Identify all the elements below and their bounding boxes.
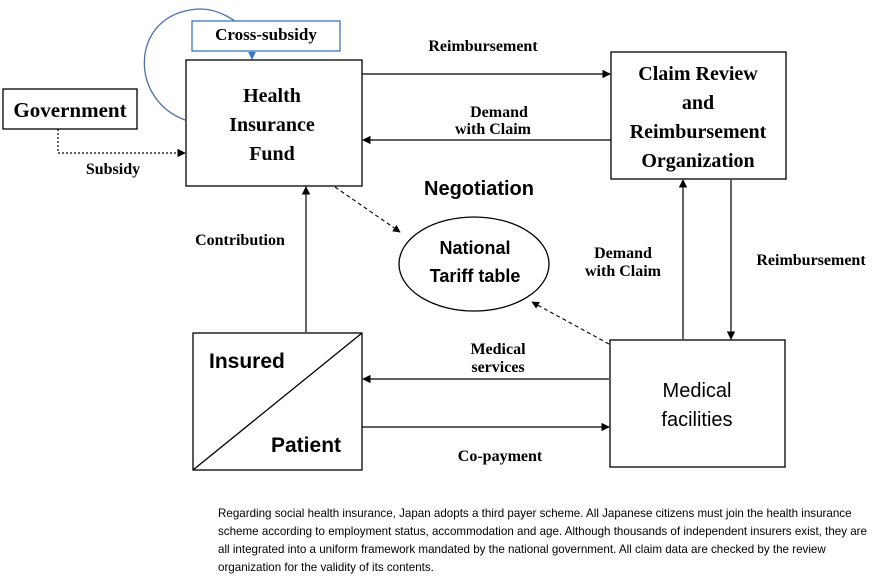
insured-label: Insured: [209, 350, 285, 373]
patient-label: Patient: [271, 434, 341, 457]
fund-line-2: Insurance: [229, 114, 315, 136]
fund-line-3: Fund: [249, 143, 295, 165]
review-line-1: Claim Review: [638, 63, 758, 85]
government-label: Government: [13, 98, 126, 122]
fund-line-1: Health: [243, 85, 301, 107]
insured-patient-divider: [192, 332, 363, 471]
review-line-4: Organization: [641, 150, 754, 172]
cross-subsidy-box: [191, 20, 341, 52]
medical-line-1: Medical: [663, 380, 732, 402]
caption-text: Regarding social health insurance, Japan…: [218, 507, 867, 574]
review-line-2: and: [682, 92, 714, 114]
review-line-3: Reimbursement: [630, 121, 767, 143]
reimbursement-top-label: Reimbursement: [428, 38, 538, 55]
cross-subsidy-loop: [143, 8, 253, 121]
arrow-medical-to-tariff: [531, 301, 610, 345]
fund-box: [185, 59, 363, 187]
government-box: [2, 88, 138, 130]
tariff-line-1: National: [439, 238, 510, 258]
flow-diagram: Cross-subsidy Government Health Insuranc…: [2, 8, 866, 471]
cross-subsidy-label: Cross-subsidy: [215, 25, 317, 44]
subsidy-label: Subsidy: [86, 161, 140, 178]
demand-right-line-1: Demand: [594, 245, 652, 262]
arrow-government-to-fund: [57, 129, 186, 158]
medical-line-2: facilities: [661, 409, 732, 431]
demand-top-line-1: Demand: [470, 104, 528, 121]
review-box: [610, 51, 787, 180]
reimbursement-right-label: Reimbursement: [756, 252, 866, 269]
copayment-label: Co-payment: [458, 448, 543, 465]
arrow-fund-to-tariff: [334, 186, 401, 233]
demand-right-line-2: with Claim: [585, 263, 662, 280]
tariff-ellipse: [398, 216, 550, 312]
medical-services-line-2: services: [471, 359, 524, 376]
medical-box: [609, 339, 786, 468]
contribution-label: Contribution: [195, 232, 285, 249]
demand-top-line-2: with Claim: [455, 121, 532, 138]
negotiation-label: Negotiation: [424, 178, 534, 200]
tariff-line-2: Tariff table: [430, 266, 521, 286]
medical-services-line-1: Medical: [470, 341, 526, 358]
